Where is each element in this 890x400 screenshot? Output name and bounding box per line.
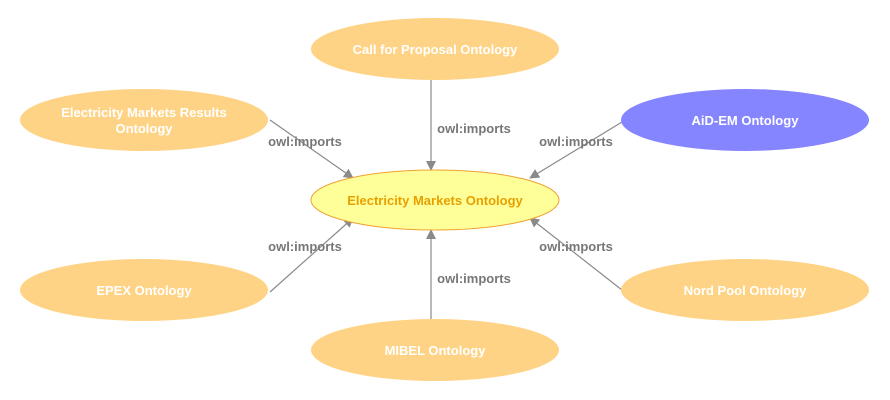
node-label-line2: Ontology (115, 121, 173, 136)
node-label-line1: Electricity Markets Results (61, 105, 226, 120)
node-electricity-markets-ontology[interactable]: Electricity Markets Ontology (310, 169, 560, 231)
node-aid-em-ontology[interactable]: AiD-EM Ontology (621, 89, 869, 151)
edge-results (269, 119, 354, 179)
center-node-label: Electricity Markets Ontology (347, 193, 523, 208)
edge-label-epex: owl:imports (268, 239, 342, 254)
node-call-for-proposal-ontology[interactable]: Call for Proposal Ontology (311, 18, 559, 80)
edge-label-call-for-proposal: owl:imports (437, 121, 511, 136)
node-mibel-ontology[interactable]: MIBEL Ontology (311, 319, 559, 381)
node-label: Nord Pool Ontology (684, 283, 808, 298)
node-epex-ontology[interactable]: EPEX Ontology (20, 259, 268, 321)
node-nord-pool-ontology[interactable]: Nord Pool Ontology (621, 259, 869, 321)
edge-label-mibel: owl:imports (437, 271, 511, 286)
node-electricity-markets-results-ontology[interactable]: Electricity Markets Results Ontology (20, 89, 268, 151)
edge-nord-pool (529, 217, 623, 291)
node-label: EPEX Ontology (96, 283, 192, 298)
edge-label-results: owl:imports (268, 134, 342, 149)
node-label: MIBEL Ontology (385, 343, 487, 358)
edge-epex (269, 217, 354, 293)
edge-aid-em (529, 121, 623, 179)
node-label: AiD-EM Ontology (692, 113, 800, 128)
edge-label-aid-em: owl:imports (539, 134, 613, 149)
edge-label-nord-pool: owl:imports (539, 239, 613, 254)
node-label: Call for Proposal Ontology (353, 42, 518, 57)
